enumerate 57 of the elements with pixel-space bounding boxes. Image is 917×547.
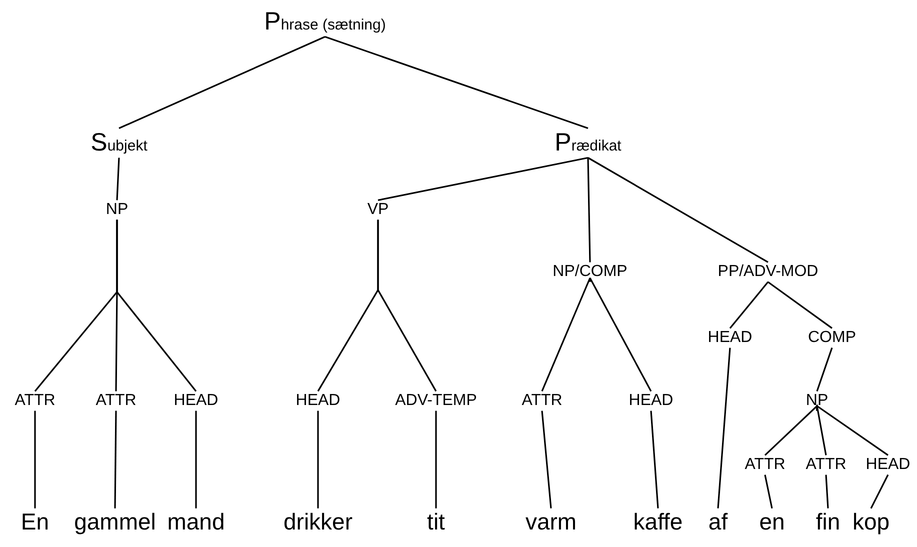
- tree-node-label: PP/ADV-MOD: [718, 263, 818, 281]
- tree-node-label: HEAD: [708, 329, 752, 347]
- tree-branch-line: [34, 410, 36, 508]
- tree-node-label: ATTR: [96, 392, 136, 410]
- tree-branch-line: [650, 410, 659, 508]
- tree-branch-line: [378, 156, 588, 201]
- tree-branch-line: [764, 474, 773, 509]
- tree-node-label: ATTR: [522, 392, 562, 410]
- tree-branch-line: [324, 36, 588, 129]
- tree-branch-line: [541, 410, 552, 508]
- sentence-word: En: [20, 509, 50, 535]
- tree-branch-line: [767, 281, 832, 329]
- tree-branch-line: [114, 410, 117, 508]
- sentence-word: tit: [427, 509, 445, 535]
- tree-node-label: ATTR: [806, 456, 846, 474]
- tree-branch-line: [870, 474, 889, 509]
- sentence-word: mand: [167, 509, 225, 535]
- tree-node-label: ATTR: [14, 392, 56, 410]
- tree-node-label: Phrase (sætning): [264, 8, 386, 36]
- tree-branch-line: [587, 158, 591, 262]
- tree-node-label: Prædikat: [554, 129, 622, 157]
- tree-branch-line: [764, 404, 818, 456]
- tree-node-label: NP: [106, 201, 128, 219]
- tree-branch-line: [816, 404, 888, 456]
- tree-branch-line: [729, 281, 769, 329]
- tree-branch-line: [317, 410, 319, 508]
- tree-node-label: ATTR: [744, 456, 786, 474]
- tree-branch-line: [717, 348, 731, 508]
- sentence-word: varm: [525, 509, 577, 535]
- tree-branch-line: [816, 348, 833, 392]
- tree-branch-line: [589, 277, 652, 392]
- sentence-word: af: [708, 509, 728, 535]
- sentence-word: drikker: [284, 509, 352, 535]
- tree-branch-line: [588, 157, 768, 263]
- tree-branch-line: [195, 410, 197, 508]
- tree-branch-line: [116, 220, 197, 392]
- sentence-word: kaffe: [633, 509, 683, 535]
- tree-node-label: HEAD: [296, 392, 340, 410]
- sentence-word: fin: [816, 509, 840, 535]
- tree-node-label: NP/COMP: [552, 263, 628, 281]
- tree-node-label: Subjekt: [90, 129, 148, 157]
- tree-node-label: VP: [367, 201, 389, 219]
- tree-node-label: NP: [806, 392, 828, 410]
- sentence-word: gammel: [74, 509, 156, 535]
- tree-branch-line: [118, 36, 326, 129]
- sentence-word: kop: [852, 509, 890, 535]
- tree-node-label: HEAD: [866, 456, 910, 474]
- tree-branch-line: [825, 474, 829, 508]
- tree-branch-line: [435, 410, 437, 508]
- sentence-word: en: [759, 509, 785, 535]
- tree-branch-line: [116, 158, 120, 200]
- tree-branch-line: [541, 277, 591, 392]
- tree-branch-line: [377, 220, 437, 392]
- tree-node-label: ADV-TEMP: [395, 392, 477, 410]
- tree-node-label: HEAD: [174, 392, 218, 410]
- tree-node-label: HEAD: [628, 392, 674, 410]
- tree-node-label: COMP: [808, 329, 856, 347]
